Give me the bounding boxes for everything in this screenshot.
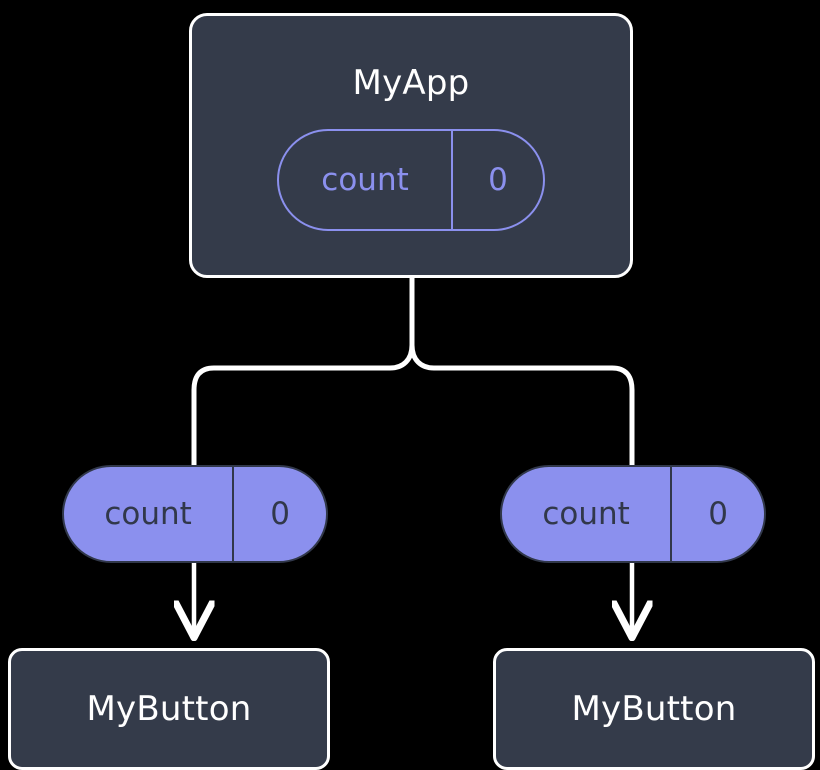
prop-pill-right-key: count (542, 495, 630, 532)
edge-fork-to-right-child (409, 342, 635, 468)
state-pill-key: count (321, 161, 409, 198)
component-title-mybutton-left: MyButton (86, 689, 252, 729)
prop-pill-left[interactable]: count 0 (62, 465, 328, 563)
state-pill-value: 0 (451, 131, 543, 229)
prop-pill-right[interactable]: count 0 (500, 465, 766, 563)
component-node-mybutton-right[interactable]: MyButton (493, 648, 815, 770)
component-title-mybutton-right: MyButton (571, 689, 737, 729)
prop-pill-left-value: 0 (232, 467, 326, 561)
component-title-myapp: MyApp (352, 63, 470, 103)
prop-pill-right-value: 0 (670, 467, 764, 561)
state-pill-myapp[interactable]: count 0 (277, 129, 545, 231)
prop-pill-left-key: count (104, 495, 192, 532)
component-node-mybutton-left[interactable]: MyButton (8, 648, 330, 770)
edge-fork-to-left-child (191, 342, 415, 468)
